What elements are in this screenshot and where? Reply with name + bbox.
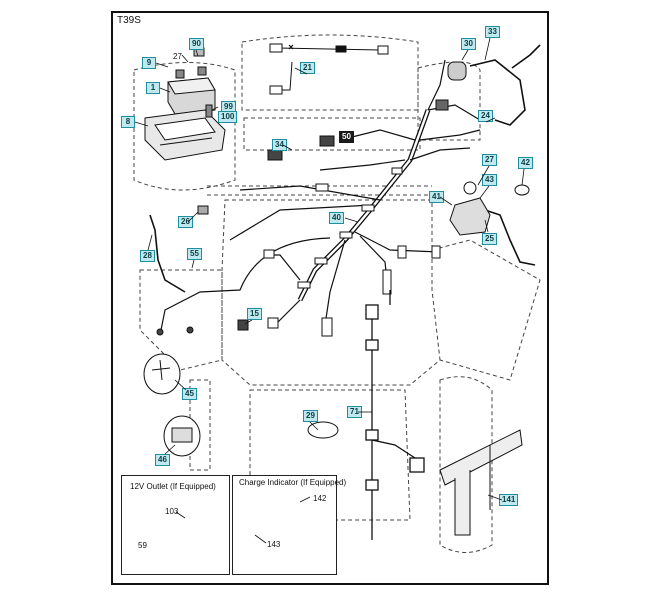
callout-33: 33 <box>485 26 500 38</box>
right-deck-outline <box>431 239 541 381</box>
callout-30: 30 <box>461 38 476 50</box>
dash-outline <box>243 117 421 151</box>
callout-71: 71 <box>347 406 362 418</box>
main-harness <box>159 59 481 336</box>
callout-34: 34 <box>272 139 287 151</box>
pedal-bracket <box>439 429 523 536</box>
right-top-outline <box>417 61 481 141</box>
callout-29: 29 <box>303 410 318 422</box>
left-branch <box>156 319 249 336</box>
chassis-outline <box>133 34 541 553</box>
harness-connectors <box>263 167 441 337</box>
seat-harness <box>365 290 425 540</box>
callout-15: 15 <box>247 308 262 320</box>
callout-27-top: 27 <box>173 52 182 61</box>
outlet-inset <box>121 475 230 575</box>
gauges <box>143 353 201 457</box>
callout-59: 59 <box>138 541 147 550</box>
callout-26: 26 <box>178 216 193 228</box>
model-label: T39S <box>117 15 141 26</box>
charge-inset-title: Charge Indicator (If Equipped) <box>239 478 347 487</box>
callout-1: 1 <box>146 82 160 94</box>
callout-40: 40 <box>329 212 344 224</box>
callout-142: 142 <box>313 494 327 503</box>
callout-141: 141 <box>499 494 519 506</box>
callout-27: 27 <box>482 154 497 166</box>
headlight-harness <box>269 43 389 95</box>
callout-143: 143 <box>267 540 281 549</box>
callout-55: 55 <box>187 248 202 260</box>
callout-42: 42 <box>518 157 533 169</box>
battery-assembly <box>144 47 226 161</box>
charge-inset <box>232 475 337 575</box>
callout-100: 100 <box>218 111 238 123</box>
callout-43: 43 <box>482 174 497 186</box>
callout-45: 45 <box>182 388 197 400</box>
callout-25: 25 <box>482 233 497 245</box>
frame-outline <box>221 199 441 386</box>
pedal-area-outline <box>439 376 493 553</box>
callout-9: 9 <box>142 57 156 69</box>
battery-area-outline <box>133 62 236 191</box>
hood-outline <box>241 34 419 111</box>
callout-41: 41 <box>429 191 444 203</box>
callout-46: 46 <box>155 454 170 466</box>
callout-28: 28 <box>140 250 155 262</box>
left-deck-outline <box>139 269 223 371</box>
starter-cables <box>149 44 541 293</box>
callout-90: 90 <box>189 38 204 50</box>
callout-103: 103 <box>165 507 179 516</box>
solenoid-assembly <box>197 61 530 236</box>
callout-8: 8 <box>121 116 135 128</box>
callout-50: 50 <box>339 131 354 143</box>
callout-21: 21 <box>300 62 315 74</box>
outlet-inset-title: 12V Outlet (If Equipped) <box>130 482 216 491</box>
callout-24: 24 <box>478 110 493 122</box>
diagram-frame <box>111 11 549 585</box>
